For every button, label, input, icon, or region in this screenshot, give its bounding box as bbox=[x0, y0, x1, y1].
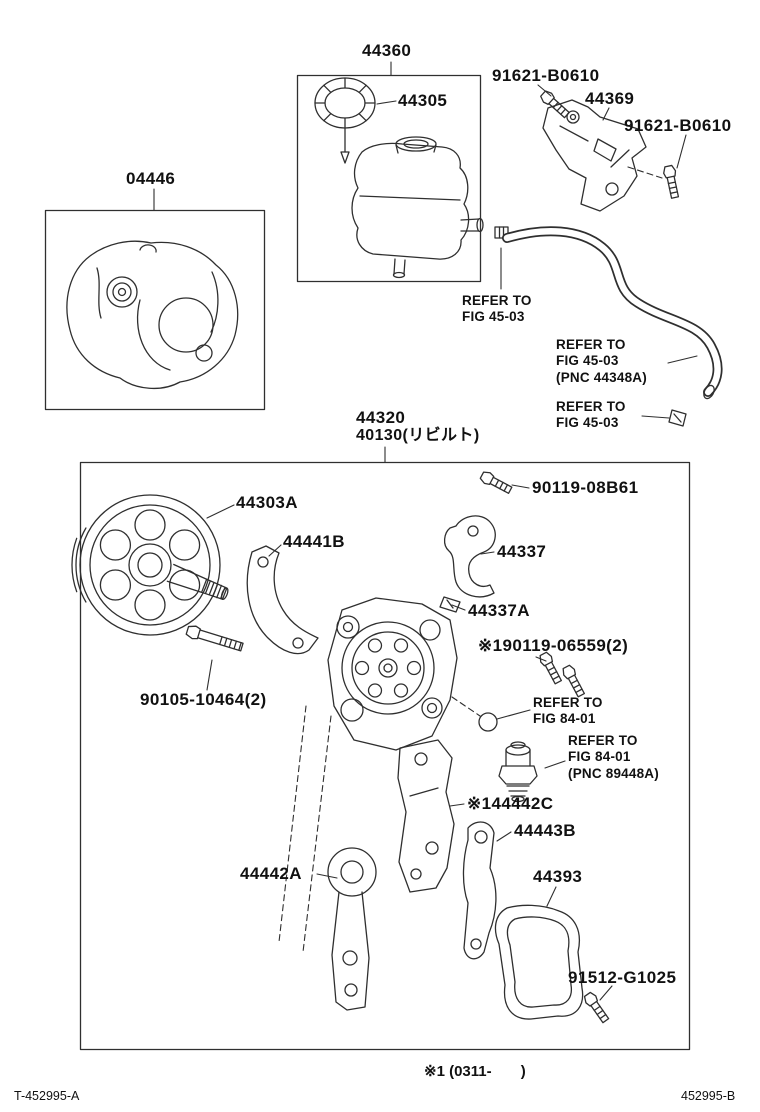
part-label-44369: 44369 bbox=[585, 89, 635, 108]
bolt-91621-top bbox=[538, 88, 572, 121]
leader-lines bbox=[153, 61, 698, 1001]
pump-kit-frame bbox=[44, 209, 266, 411]
doc-code-left: T-452995-A bbox=[14, 1089, 80, 1103]
pressure-switch bbox=[498, 741, 538, 803]
bracket-44443b bbox=[462, 821, 497, 960]
part-label-91621-b0610-right: 91621-B0610 bbox=[624, 116, 732, 135]
o-ring bbox=[478, 712, 498, 732]
reservoir-tank bbox=[351, 136, 484, 279]
clip-44337a bbox=[439, 596, 461, 613]
bolt-90105 bbox=[184, 623, 245, 654]
part-label-44442c: ※144442C bbox=[467, 794, 554, 813]
refer-note-3: REFER TO FIG 45-03 bbox=[556, 399, 626, 431]
bolt-90119-06559-b bbox=[560, 663, 588, 699]
part-label-44441b: 44441B bbox=[283, 532, 345, 551]
part-label-44337a: 44337A bbox=[468, 601, 530, 620]
construction-lines bbox=[278, 166, 663, 953]
refer-note-2: REFER TO FIG 45-03 (PNC 44348A) bbox=[556, 337, 647, 385]
pump-sub-assembly bbox=[66, 240, 239, 390]
return-hose bbox=[502, 226, 723, 400]
part-label-44303a: 44303A bbox=[236, 493, 298, 512]
bracket-44442c bbox=[397, 739, 455, 893]
part-label-44443b: 44443B bbox=[514, 821, 576, 840]
part-label-44320: 44320 bbox=[356, 408, 406, 427]
part-label-44305: 44305 bbox=[398, 91, 448, 110]
part-label-90119-06559: ※190119-06559(2) bbox=[478, 636, 629, 655]
part-label-44393: 44393 bbox=[533, 867, 583, 886]
pulley bbox=[71, 494, 229, 636]
doc-code-right: 452995-B bbox=[681, 1089, 736, 1103]
reservoir-frame bbox=[296, 74, 482, 283]
reservoir-bracket bbox=[542, 99, 647, 212]
bolt-90119-08b61 bbox=[478, 469, 514, 497]
part-label-44360: 44360 bbox=[362, 41, 412, 60]
clamp-44337 bbox=[443, 515, 496, 598]
pump-assembly bbox=[327, 597, 458, 751]
part-label-44442a: 44442A bbox=[240, 864, 302, 883]
part-label-04446: 04446 bbox=[126, 169, 176, 188]
refer-note-4: REFER TO FIG 84-01 bbox=[533, 695, 603, 727]
part-label-91621-b0610-top: 91621-B0610 bbox=[492, 66, 600, 85]
hose-clamp bbox=[668, 409, 687, 427]
refer-note-5: REFER TO FIG 84-01 (PNC 89448A) bbox=[568, 733, 659, 781]
bolt-91621-right bbox=[661, 164, 682, 200]
bracket-44442a bbox=[327, 847, 377, 1011]
bolt-90119-06559-a bbox=[537, 650, 565, 686]
reservoir-cap bbox=[314, 77, 376, 164]
part-label-90119-08b61: 90119-08B61 bbox=[532, 478, 639, 497]
bolt-91512 bbox=[581, 990, 612, 1025]
footnote-applicability: ※1 (0311- ) bbox=[424, 1063, 526, 1080]
cover-44393 bbox=[494, 904, 584, 1020]
refer-note-1: REFER TO FIG 45-03 bbox=[462, 293, 532, 325]
part-label-90105-10464: 90105-10464(2) bbox=[140, 690, 267, 709]
part-label-44337: 44337 bbox=[497, 542, 547, 561]
part-label-40130-rebuilt: 40130(リビルト) bbox=[356, 427, 480, 444]
part-label-91512-g1025: 91512-G1025 bbox=[568, 968, 677, 987]
bracket-44441b bbox=[246, 545, 319, 655]
